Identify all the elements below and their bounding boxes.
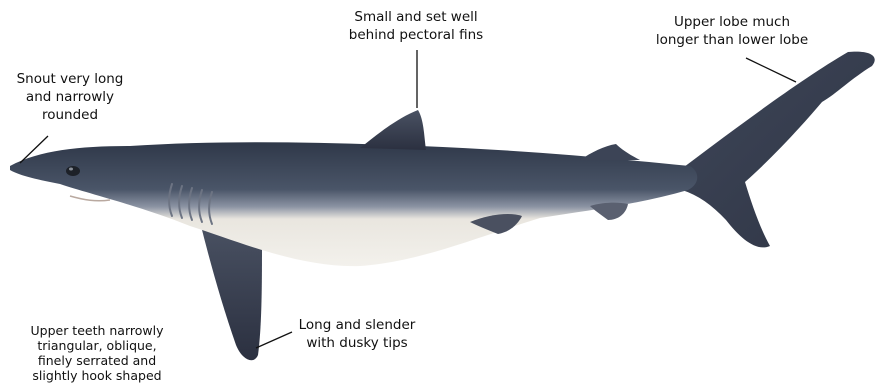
dorsal-fin-annotation: Small and set well behind pectoral fins [320, 9, 512, 45]
pectoral-fin-annotation: Long and slender with dusky tips [282, 317, 432, 353]
dorsal-fin-annotation-line: behind pectoral fins [320, 27, 512, 45]
pectoral-fin-annotation-line: with dusky tips [282, 335, 432, 353]
shark-eye [66, 166, 80, 176]
shark-body [10, 142, 697, 266]
anal-fin [590, 203, 628, 220]
tail-leader-line [746, 58, 796, 82]
tail-annotation-line: Upper lobe much [632, 14, 832, 32]
tail-annotation: Upper lobe much longer than lower lobe [632, 14, 832, 50]
dorsal-fin [360, 110, 426, 150]
tail-annotation-line: longer than lower lobe [632, 32, 832, 50]
caudal-fin [680, 52, 875, 248]
snout-annotation: Snout very long and narrowly rounded [4, 71, 136, 124]
teeth-annotation-line: slightly hook shaped [12, 368, 182, 383]
dorsal-fin-annotation-line: Small and set well [320, 9, 512, 27]
teeth-annotation-line: triangular, oblique, [12, 338, 182, 353]
teeth-annotation-line: Upper teeth narrowly [12, 323, 182, 338]
snout-annotation-line: rounded [4, 107, 136, 125]
teeth-annotation-line: finely serrated and [12, 353, 182, 368]
snout-annotation-line: Snout very long [4, 71, 136, 89]
pectoral-fin-annotation-line: Long and slender [282, 317, 432, 335]
snout-annotation-line: and narrowly [4, 89, 136, 107]
teeth-annotation: Upper teeth narrowly triangular, oblique… [12, 323, 182, 383]
second-dorsal-fin [580, 144, 640, 160]
